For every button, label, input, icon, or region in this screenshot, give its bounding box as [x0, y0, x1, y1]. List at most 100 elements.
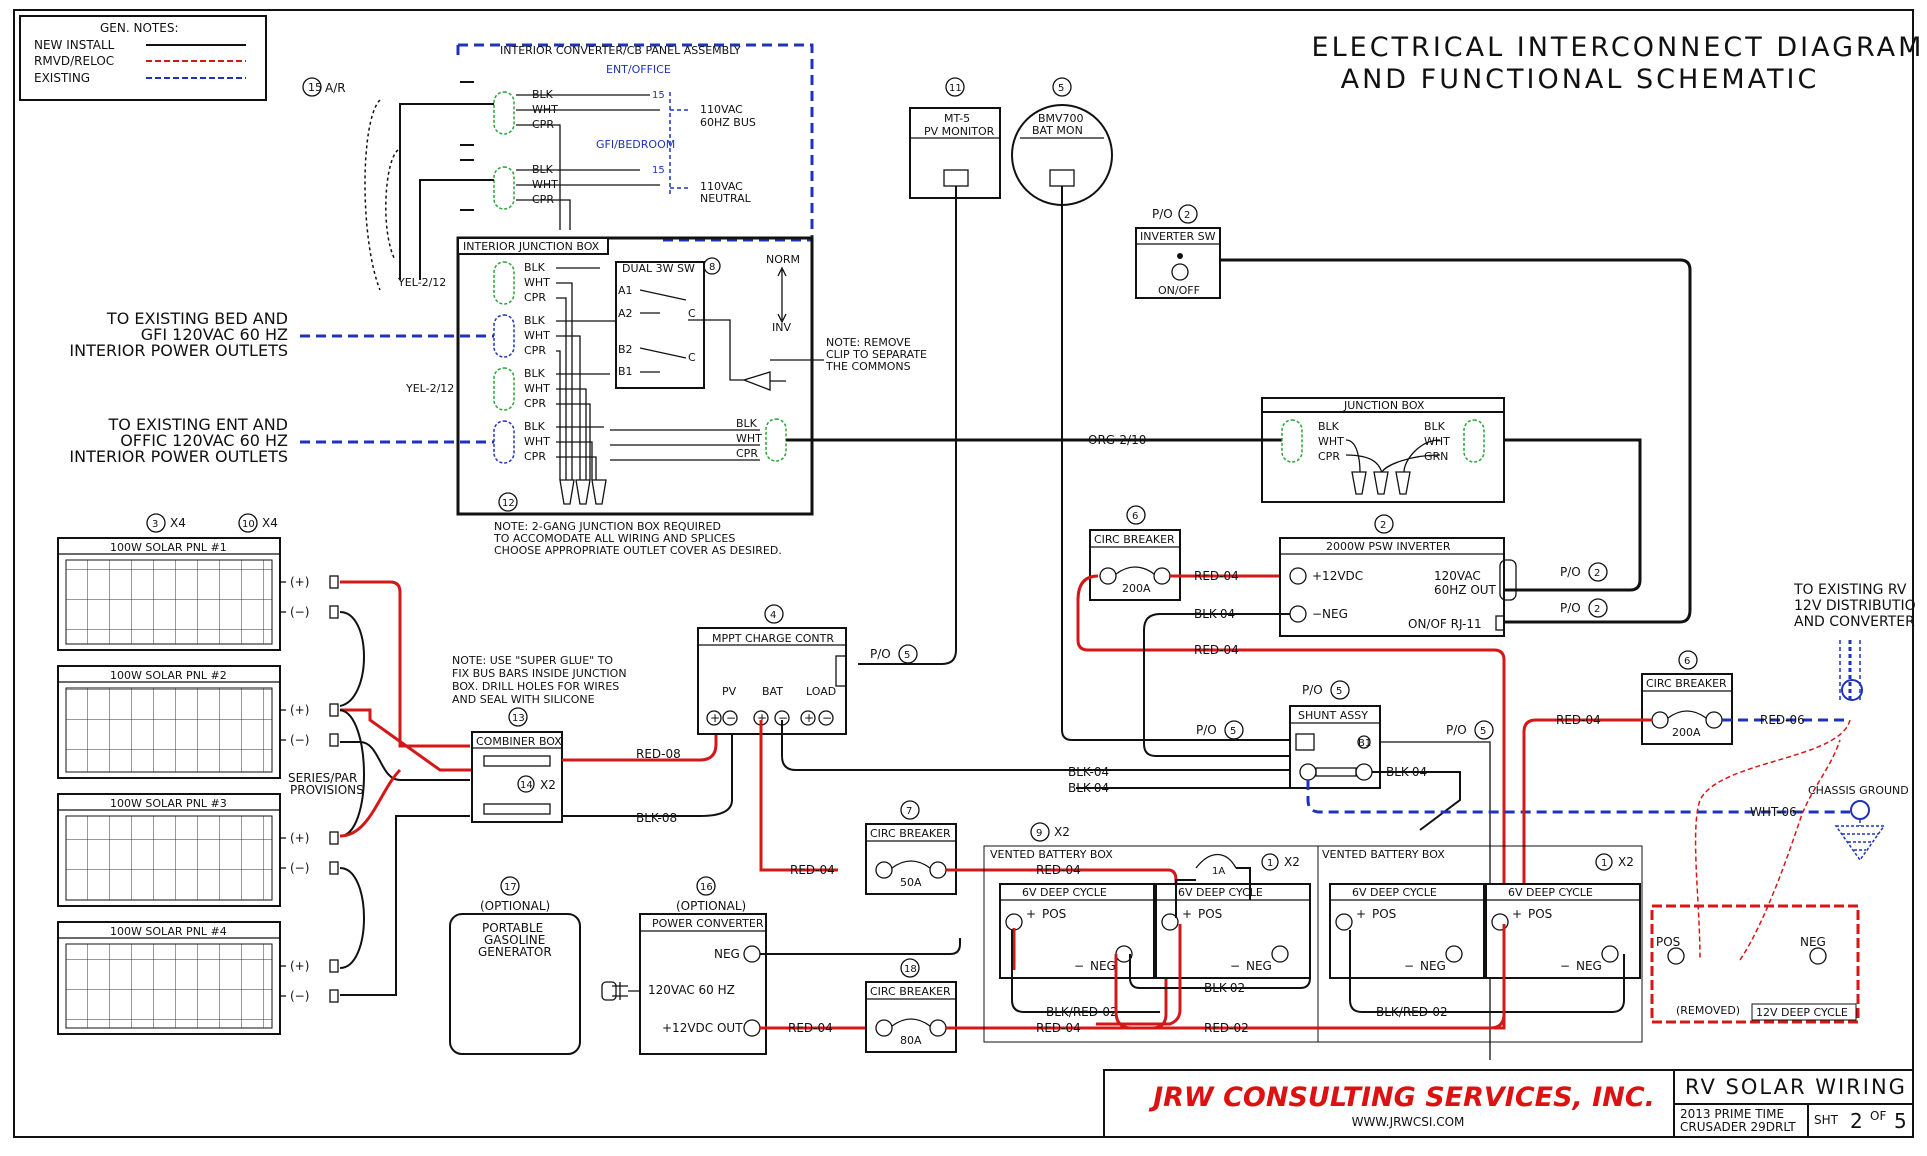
svg-text:2: 2: [1184, 210, 1190, 221]
circuit-breaker-200a: 6 CIRC BREAKER 200A: [1089, 505, 1181, 601]
svg-text:ON/OF RJ-11: ON/OF RJ-11: [1408, 617, 1482, 631]
svg-text:RED-04: RED-04: [1556, 713, 1601, 727]
svg-text:POS: POS: [1528, 907, 1552, 921]
svg-text:5: 5: [904, 650, 910, 661]
svg-text:RED-04: RED-04: [1036, 863, 1081, 877]
glue-note-2: FIX BUS BARS INSIDE JUNCTION: [452, 667, 627, 680]
solar-panel: 100W SOLAR PNL #4(+)(−): [57, 921, 339, 1035]
svg-text:6: 6: [1684, 656, 1690, 667]
vented-battery-box-2: VENTED BATTERY BOX 1 X2 1 X2: [1261, 845, 1643, 1043]
svg-text:10: 10: [242, 519, 255, 530]
panel-bus-2: 60HZ BUS: [700, 116, 756, 129]
solar-panel: 100W SOLAR PNL #3(+)(−): [57, 793, 339, 907]
svg-text:SHT: SHT: [1814, 1113, 1839, 1127]
svg-text:60HZ OUT: 60HZ OUT: [1434, 583, 1497, 597]
svg-text:120VAC: 120VAC: [1434, 569, 1481, 583]
solar-panel-label: 100W SOLAR PNL #3: [110, 797, 227, 810]
svg-text:C: C: [688, 351, 696, 364]
svg-text:P/O: P/O: [1196, 723, 1217, 737]
svg-text:ORG-2/10: ORG-2/10: [1088, 433, 1146, 447]
mppt-terminal: −: [818, 710, 834, 726]
svg-text:CIRC BREAKER: CIRC BREAKER: [1646, 677, 1727, 690]
svg-text:RED-08: RED-08: [636, 747, 681, 761]
svg-text:ON/OFF: ON/OFF: [1158, 284, 1200, 297]
solar-panel-label: 100W SOLAR PNL #4: [110, 925, 227, 938]
svg-text:+12VDC: +12VDC: [1312, 569, 1363, 583]
chassis-ground-symbol: [1834, 800, 1886, 862]
svg-text:(−): (−): [290, 989, 309, 1003]
ijbox-note-3: CHOOSE APPROPRIATE OUTLET COVER AS DESIR…: [494, 544, 782, 557]
svg-text:BLK-04: BLK-04: [1386, 765, 1427, 779]
panel-bus-1: 110VAC: [700, 103, 743, 116]
svg-text:NEG: NEG: [1420, 959, 1446, 973]
svg-text:BLK/RED-02: BLK/RED-02: [1046, 1005, 1118, 1019]
glue-note-1: NOTE: USE "SUPER GLUE" TO: [452, 654, 613, 667]
glue-note-4: AND SEAL WITH SILICONE: [452, 693, 595, 706]
svg-text:X2: X2: [1618, 855, 1634, 869]
svg-text:17: 17: [504, 882, 517, 893]
svg-text:2: 2: [1594, 604, 1600, 615]
diagram-title-line2: AND FUNCTIONAL SCHEMATIC: [1341, 64, 1820, 95]
ijbox-title: INTERIOR JUNCTION BOX: [463, 240, 600, 253]
solar-panel-group: 100W SOLAR PNL #1(+)(−)100W SOLAR PNL #2…: [57, 537, 339, 1035]
svg-text:X2: X2: [1054, 825, 1070, 839]
clip-note-3: THE COMMONS: [825, 360, 911, 373]
battery-6v: 6V DEEP CYCLE+POS−NEG: [999, 883, 1155, 979]
svg-text:14: 14: [520, 780, 533, 791]
svg-text:−: −: [822, 711, 832, 725]
svg-text:CPR: CPR: [524, 450, 546, 463]
svg-text:YEL-2/12: YEL-2/12: [405, 382, 454, 395]
outlets-bed-2: GFI 120VAC 60 HZ: [141, 325, 288, 344]
svg-text:SHUNT ASSY: SHUNT ASSY: [1298, 709, 1368, 722]
svg-text:2: 2: [1380, 520, 1386, 531]
svg-text:−: −: [1560, 959, 1570, 973]
svg-text:+: +: [710, 711, 720, 725]
solar-panel: 100W SOLAR PNL #1(+)(−): [57, 537, 339, 651]
svg-text:WHT: WHT: [524, 276, 550, 289]
diagram-title-line1: ELECTRICAL INTERCONNECT DIAGRAM: [1312, 32, 1925, 63]
svg-text:CPR: CPR: [524, 397, 546, 410]
svg-text:BLK: BLK: [1424, 420, 1446, 433]
svg-text:CIRC BREAKER: CIRC BREAKER: [870, 827, 951, 840]
combiner-box: 13 COMBINER BOX 14 X2: [471, 707, 563, 823]
svg-text:BMV700: BMV700: [1038, 112, 1084, 125]
svg-text:13: 13: [512, 713, 525, 724]
svg-text:X4: X4: [262, 516, 278, 530]
svg-text:BLK-02: BLK-02: [1204, 981, 1245, 995]
svg-text:11: 11: [949, 83, 962, 94]
panel-gfi-bedroom: GFI/BEDROOM: [596, 138, 675, 151]
svg-text:3: 3: [152, 519, 158, 530]
junction-box: JUNCTION BOX BLK WHT CPR BLK WHT GRN: [1261, 397, 1642, 592]
circuit-breaker-200a-right: 6 CIRC BREAKER 200A: [1641, 650, 1733, 745]
svg-text:BLK: BLK: [524, 367, 546, 380]
svg-text:+: +: [1182, 907, 1192, 921]
svg-text:6V DEEP CYCLE: 6V DEEP CYCLE: [1352, 886, 1437, 899]
svg-text:P/O: P/O: [1560, 565, 1581, 579]
svg-text:2: 2: [1594, 568, 1600, 579]
svg-text:RED-04: RED-04: [1194, 569, 1239, 583]
rv-label-1: TO EXISTING RV: [1793, 582, 1907, 598]
svg-text:LOAD: LOAD: [806, 685, 836, 698]
svg-text:BLK-04: BLK-04: [1194, 607, 1235, 621]
svg-text:CIRC BREAKER: CIRC BREAKER: [1094, 533, 1175, 546]
svg-text:B1: B1: [1358, 738, 1371, 749]
svg-text:+12VDC OUT: +12VDC OUT: [662, 1021, 743, 1035]
svg-text:RED-04: RED-04: [790, 863, 835, 877]
ijbox-note-2: TO ACCOMODATE ALL WIRING AND SPLICES: [493, 532, 735, 545]
svg-text:OF: OF: [1870, 1109, 1886, 1123]
svg-text:−: −: [1404, 959, 1414, 973]
svg-text:18: 18: [904, 964, 917, 975]
svg-text:CPR: CPR: [736, 447, 758, 460]
svg-text:WHT-06: WHT-06: [1750, 805, 1797, 819]
svg-text:+: +: [1356, 907, 1366, 921]
svg-text:120VAC 60 HZ: 120VAC 60 HZ: [648, 983, 735, 997]
svg-text:RED-04: RED-04: [788, 1021, 833, 1035]
battery-6v: 6V DEEP CYCLE+POS−NEG: [1329, 883, 1485, 979]
svg-text:POS: POS: [1656, 935, 1680, 949]
svg-text:PV MONITOR: PV MONITOR: [924, 125, 995, 138]
svg-text:B2: B2: [618, 343, 633, 356]
svg-text:P/O: P/O: [870, 647, 891, 661]
svg-text:INVERTER SW: INVERTER SW: [1140, 230, 1216, 243]
